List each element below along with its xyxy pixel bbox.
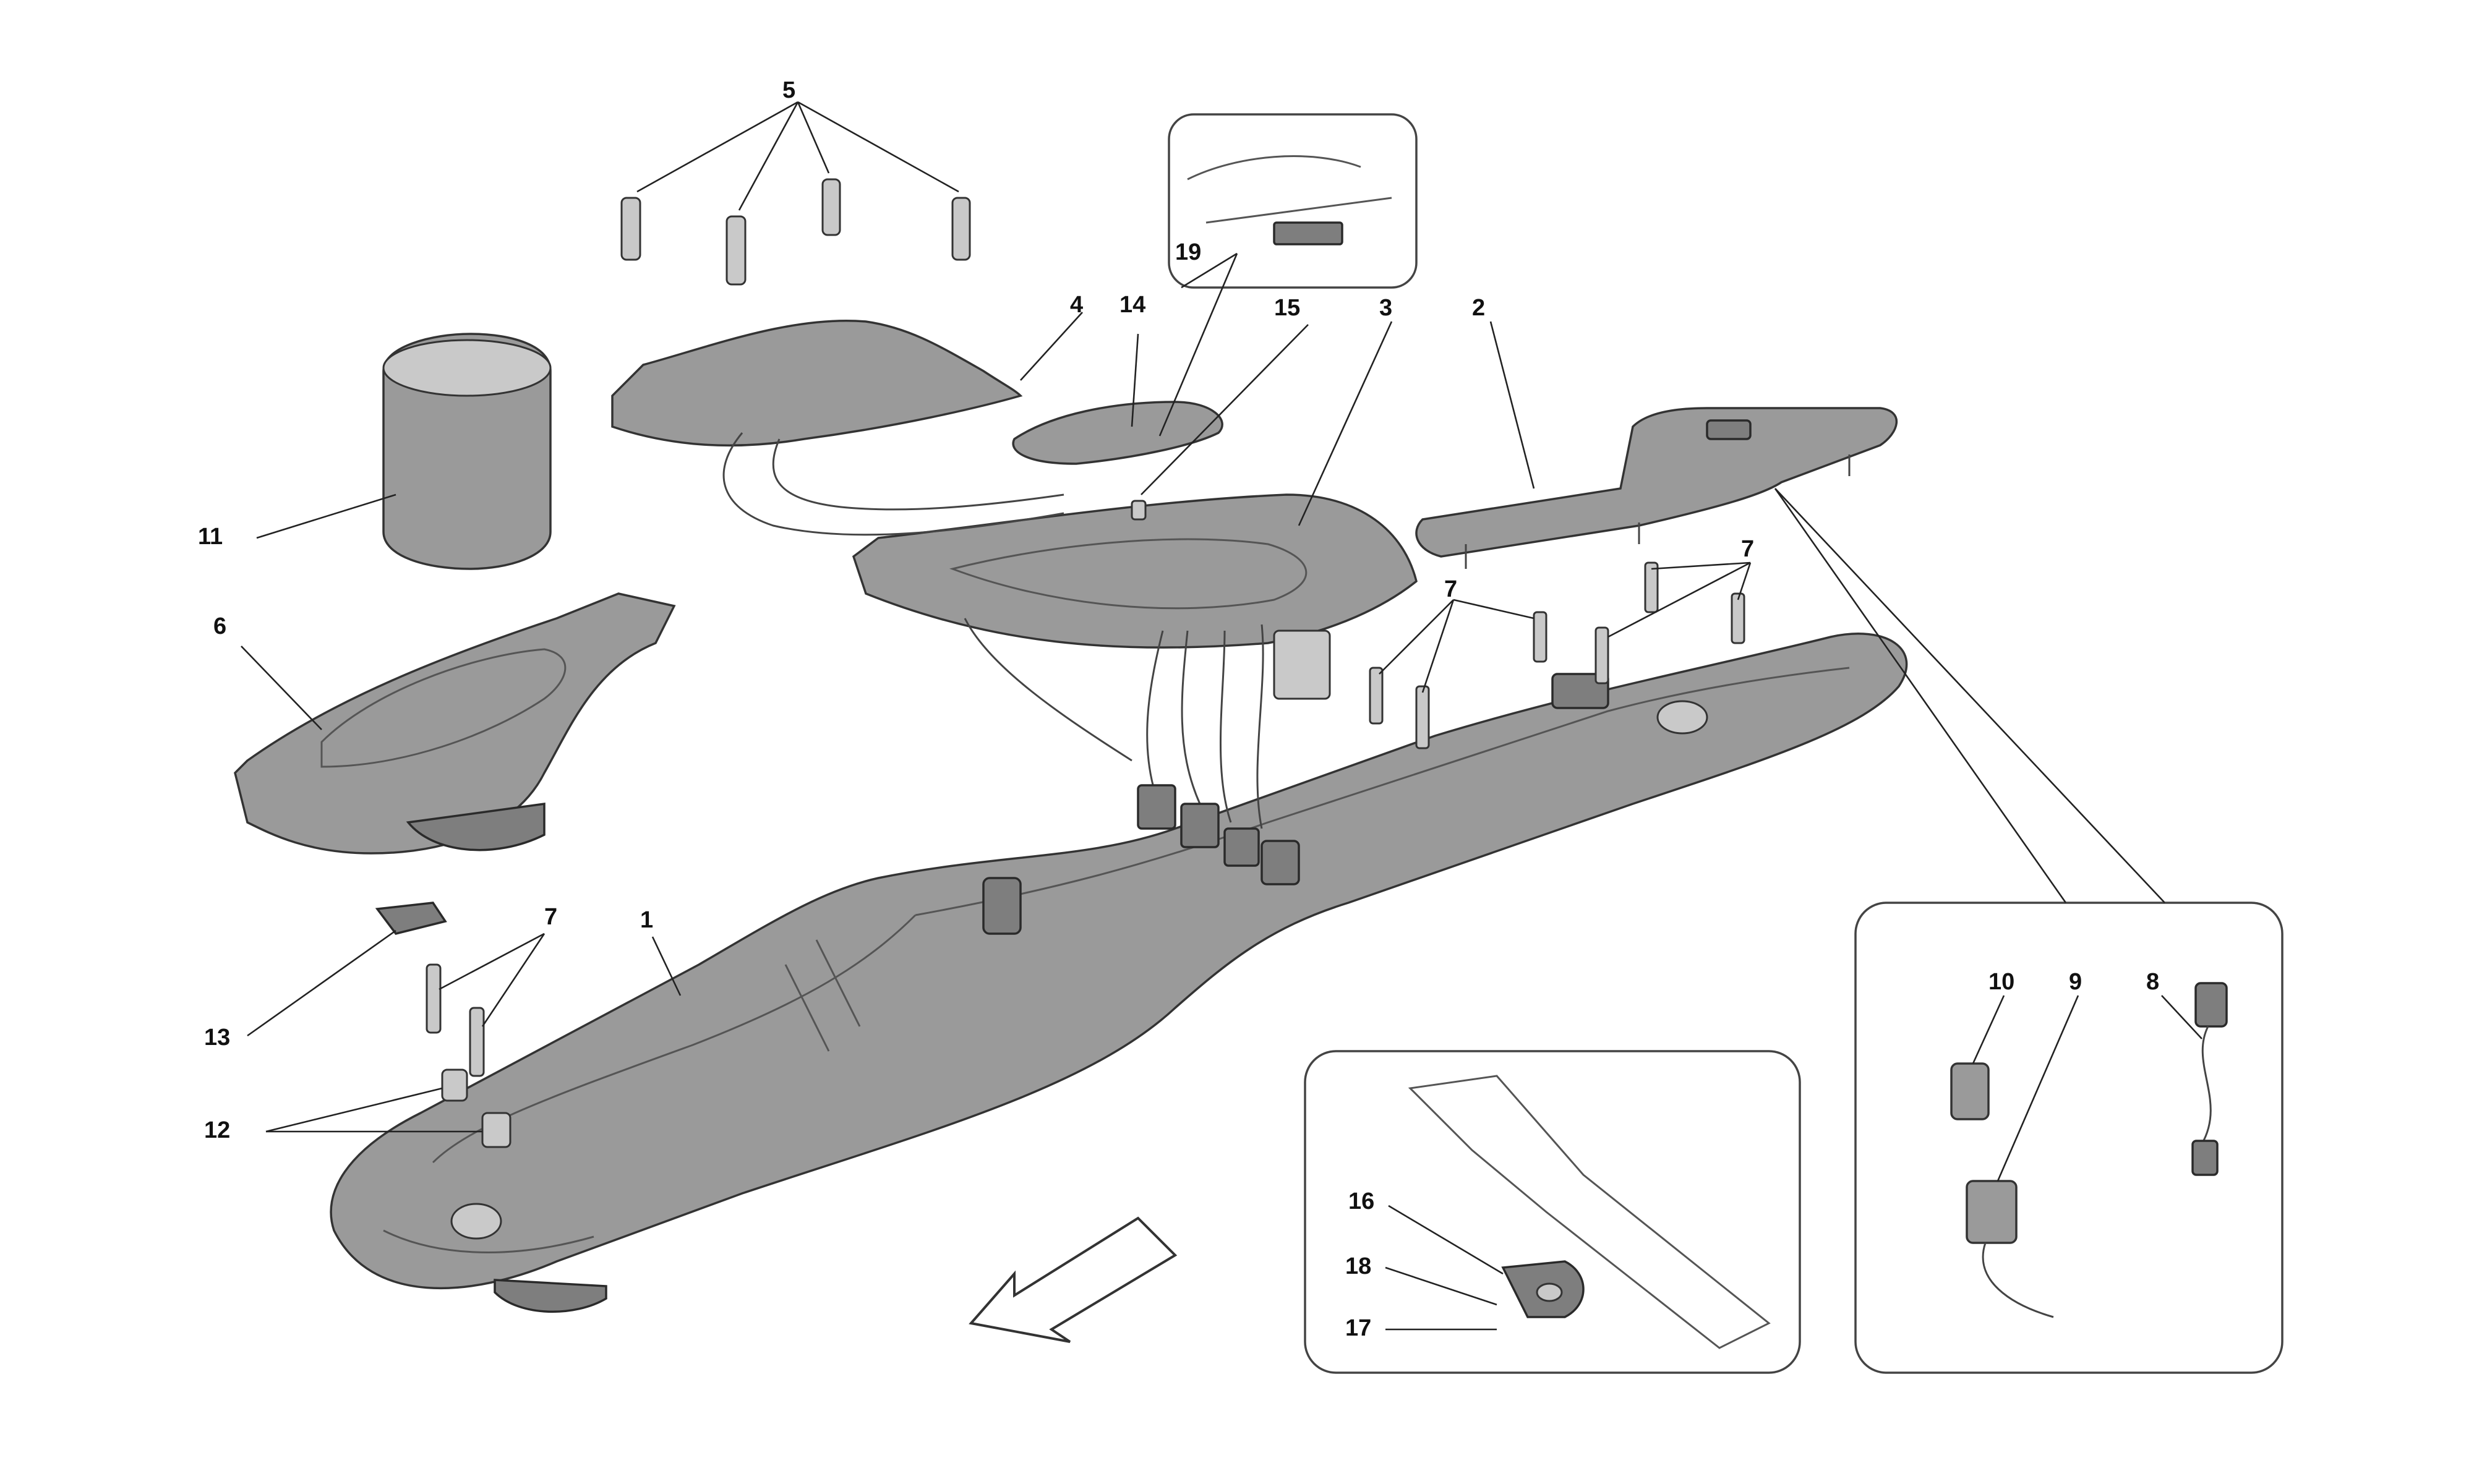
front-trim-cover-part-4 xyxy=(611,319,1064,536)
callout-8: 8 xyxy=(2146,969,2159,995)
spacers-part-12 xyxy=(441,1068,511,1148)
bolts-part-7-center xyxy=(1369,611,1547,749)
leader-lines xyxy=(241,101,2202,1331)
callout-13: 13 xyxy=(204,1025,230,1051)
cup-holder-part-6 xyxy=(234,592,676,855)
inset-detail-19 xyxy=(1168,113,1418,289)
clips-part-5 xyxy=(620,178,971,286)
inset-detail-8-10 xyxy=(1854,902,2284,1374)
callout-16: 16 xyxy=(1348,1188,1374,1214)
callout-7-center: 7 xyxy=(1444,576,1457,602)
callout-17: 17 xyxy=(1345,1315,1371,1341)
inset-detail-16-18 xyxy=(1304,1050,1801,1374)
callout-10: 10 xyxy=(1988,969,2014,995)
callout-15: 15 xyxy=(1274,295,1300,321)
bracket-part-13 xyxy=(375,902,447,935)
callout-12: 12 xyxy=(204,1117,230,1143)
callout-19: 19 xyxy=(1175,239,1201,265)
callout-4: 4 xyxy=(1070,292,1083,318)
callout-3: 3 xyxy=(1379,295,1392,321)
callout-labels: 5 4 14 15 3 2 19 11 6 13 1 7 12 7 7 10 9… xyxy=(198,77,2159,1341)
callout-7-left: 7 xyxy=(544,904,557,930)
callout-11: 11 xyxy=(198,524,223,550)
callout-7-right: 7 xyxy=(1741,536,1754,562)
rear-trim-cover-part-2 xyxy=(1415,407,1898,569)
switch-panel-part-14 xyxy=(1012,401,1223,521)
bolts-part-7-left xyxy=(426,963,485,1077)
callout-14: 14 xyxy=(1119,292,1145,318)
callout-5: 5 xyxy=(782,77,795,103)
bolts-part-7-right xyxy=(1594,561,1745,684)
callout-9: 9 xyxy=(2069,969,2082,995)
callout-18: 18 xyxy=(1345,1253,1371,1279)
callout-6: 6 xyxy=(213,613,226,639)
ashtray-part-11 xyxy=(382,333,552,570)
callout-1: 1 xyxy=(640,907,653,933)
gear-selector-panel-part-3 xyxy=(852,493,1418,867)
tunnel-console-part-1 xyxy=(330,633,1908,1313)
direction-arrow-icon xyxy=(969,1216,1178,1343)
callout-2: 2 xyxy=(1472,295,1485,321)
